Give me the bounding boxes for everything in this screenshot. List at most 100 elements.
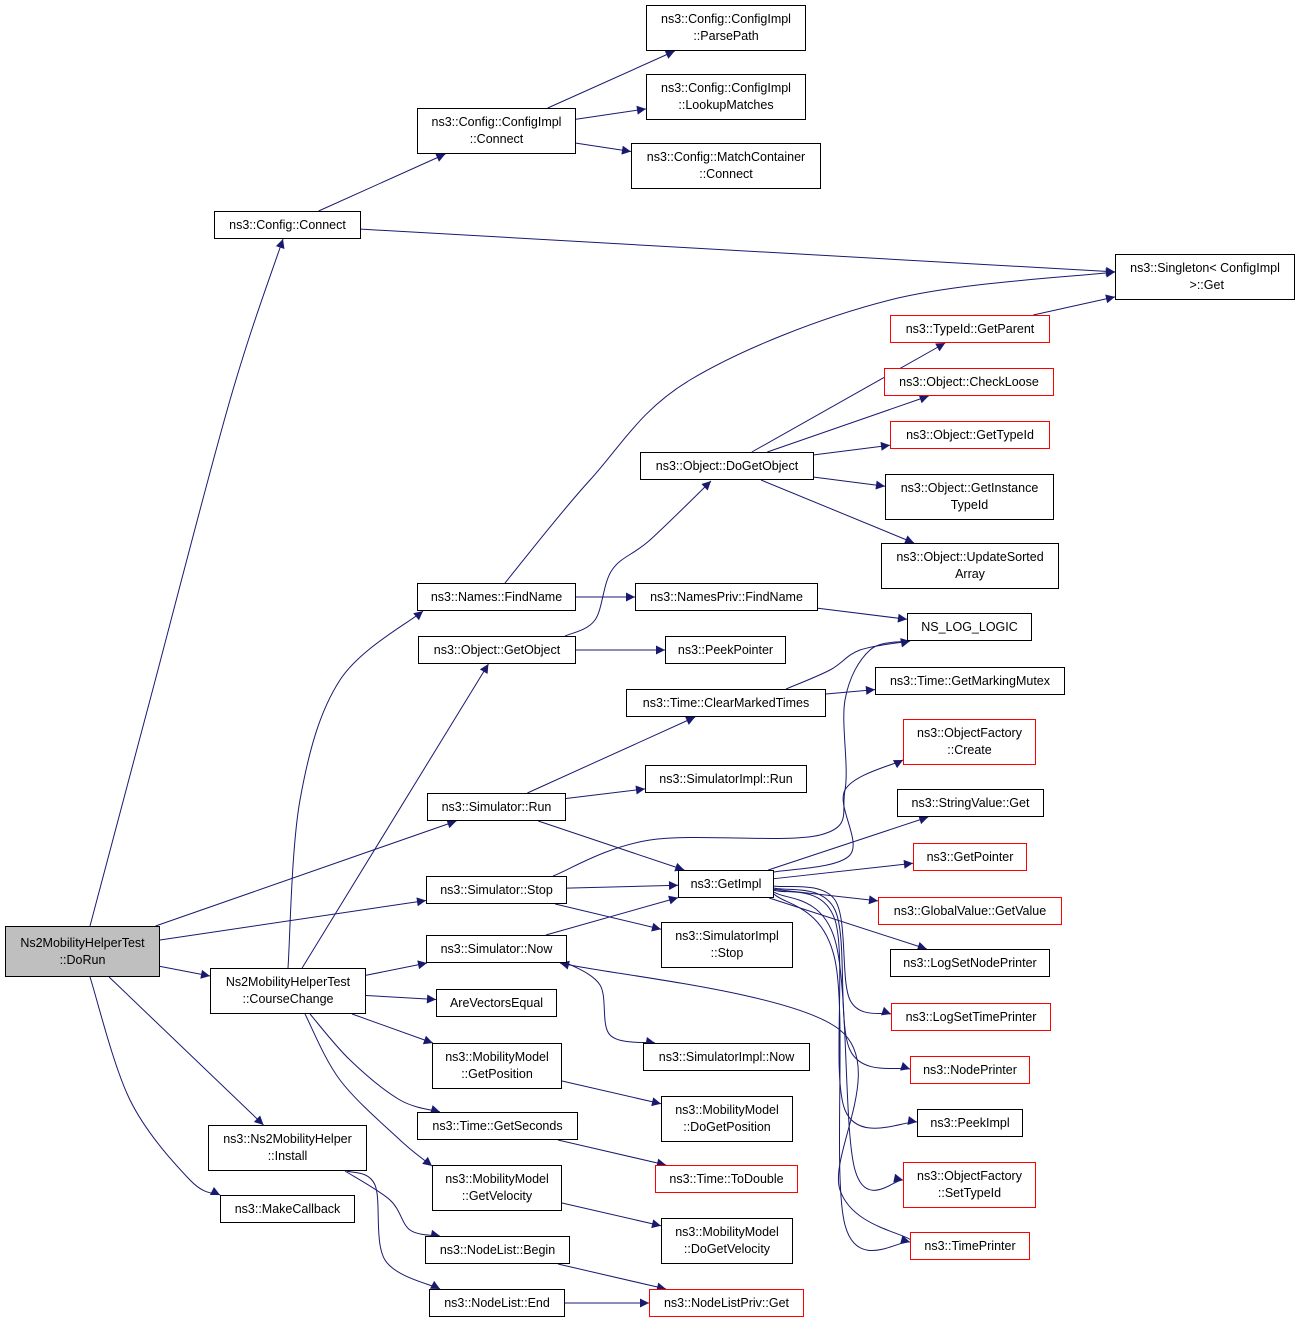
edge-ns2mobility_install-to-nodelist_end [346,1170,441,1290]
node-globalvalue-getvalue[interactable]: ns3::GlobalValue::GetValue [878,897,1062,925]
edge-simulator_run-to-simulatorimpl_run [565,785,646,800]
edge-getimpl-to-getpointer [773,859,914,880]
edge-coursechange-to-arevectorsequal [365,994,437,1004]
node-stringvalue-get[interactable]: ns3::StringValue::Get [897,789,1044,817]
node-cfgimpl-connect[interactable]: ns3::Config::ConfigImpl ::Connect [417,108,576,154]
node-mobility-dogetvelocity[interactable]: ns3::MobilityModel ::DoGetVelocity [661,1218,793,1264]
node-time-todouble[interactable]: ns3::Time::ToDouble [655,1165,798,1193]
edge-cfgimpl_connect-to-cfgimpl_lookup [575,105,647,120]
node-cfgimpl-lookup[interactable]: ns3::Config::ConfigImpl ::LookupMatches [646,74,806,120]
node-object-getobject[interactable]: ns3::Object::GetObject [418,636,576,664]
edge-config_connect-to-singleton_get [360,228,1116,276]
edge-dorun-to-coursechange [159,965,211,979]
node-coursechange[interactable]: Ns2MobilityHelperTest ::CourseChange [210,968,366,1014]
node-simulatorimpl-now[interactable]: ns3::SimulatorImpl::Now [643,1043,810,1071]
node-simulator-now[interactable]: ns3::Simulator::Now [426,935,567,963]
node-config-connect[interactable]: ns3::Config::Connect [214,211,361,239]
edge-getimpl-to-timeprinter [773,893,911,1251]
edge-object_dogetobject-to-object_checkloose [767,394,929,453]
edge-namespriv_findname-to-ns_log_logic [817,607,908,623]
node-getpointer[interactable]: ns3::GetPointer [913,843,1027,871]
node-arevectorsequal[interactable]: AreVectorsEqual [436,989,557,1017]
node-mobility-getvelocity[interactable]: ns3::MobilityModel ::GetVelocity [432,1165,562,1211]
node-mobility-getposition[interactable]: ns3::MobilityModel ::GetPosition [432,1043,562,1089]
edge-time_clearmarked-to-ns_log_logic [785,638,911,690]
node-simulatorimpl-run[interactable]: ns3::SimulatorImpl::Run [645,765,807,793]
node-object-getinstancetypeid[interactable]: ns3::Object::GetInstance TypeId [885,474,1054,520]
edge-coursechange-to-simulator_now [365,960,428,976]
node-namespriv-findname[interactable]: ns3::NamesPriv::FindName [635,583,818,611]
node-objectfactory-create[interactable]: ns3::ObjectFactory ::Create [903,719,1036,765]
edge-simulator_run-to-time_clearmarked [527,716,696,794]
edge-dorun-to-config_connect [89,238,285,927]
node-object-updatesorted[interactable]: ns3::Object::UpdateSorted Array [881,543,1059,589]
node-peekpointer[interactable]: ns3::PeekPointer [665,636,786,664]
edge-mobility_getvelocity-to-mobility_dogetvelocity [561,1202,662,1229]
edge-getimpl-to-stringvalue_get [768,815,929,871]
edge-dorun-to-makecallback [89,976,221,1196]
node-ns2mobility-install[interactable]: ns3::Ns2MobilityHelper ::Install [208,1125,367,1171]
node-nodelistpriv-get[interactable]: ns3::NodeListPriv::Get [649,1289,804,1317]
node-time-getseconds[interactable]: ns3::Time::GetSeconds [417,1112,578,1140]
edge-object_dogetobject-to-object_getinstancetypeid [813,476,886,490]
edge-dorun-to-simulator_stop [159,897,427,941]
edge-coursechange-to-names_findname [287,610,424,969]
edge-mobility_getposition-to-mobility_dogetposition [561,1080,662,1107]
node-getimpl[interactable]: ns3::GetImpl [678,870,774,898]
edge-coursechange-to-time_getseconds [309,1013,441,1114]
node-object-dogetobject[interactable]: ns3::Object::DoGetObject [640,452,814,480]
node-names-findname[interactable]: ns3::Names::FindName [417,583,576,611]
edge-simulator_now-to-simulatorimpl_now [564,961,656,1046]
node-makecallback[interactable]: ns3::MakeCallback [220,1195,355,1223]
node-time-clearmarked[interactable]: ns3::Time::ClearMarkedTimes [626,689,826,717]
edge-nodelist_begin-to-nodelistpriv_get [557,1263,667,1292]
edge-getimpl-to-nodeprinter [773,887,911,1071]
edge-simulator_stop-to-simulatorimpl_stop [555,903,662,932]
node-simulatorimpl-stop[interactable]: ns3::SimulatorImpl ::Stop [661,922,793,968]
edge-getimpl-to-peekimpl [773,889,918,1129]
edge-object_dogetobject-to-object_updatesorted [760,479,915,544]
node-ns-log-logic[interactable]: NS_LOG_LOGIC [907,613,1032,641]
node-timeprinter[interactable]: ns3::TimePrinter [910,1232,1030,1260]
edge-simulator_stop-to-ns_log_logic [552,638,911,877]
edge-dorun-to-simulator_run [155,819,457,927]
node-object-checkloose[interactable]: ns3::Object::CheckLoose [884,368,1054,396]
edge-simulator_now-to-getimpl [545,895,679,936]
edge-time_clearmarked-to-time_getmarkingmutex [825,685,876,695]
edge-cfgimpl_connect-to-matchcontainer_connect [575,142,632,155]
node-singleton-get[interactable]: ns3::Singleton< ConfigImpl >::Get [1115,254,1295,300]
edge-simulator_run-to-getimpl [538,820,685,872]
edge-object_dogetobject-to-typeid_getparent [751,342,946,453]
node-simulator-stop[interactable]: ns3::Simulator::Stop [426,876,567,904]
node-objectfactory-settypeid[interactable]: ns3::ObjectFactory ::SetTypeId [903,1162,1036,1208]
edge-simulator_stop-to-getimpl [566,880,679,890]
node-logsetnodeprinter[interactable]: ns3::LogSetNodePrinter [890,949,1050,977]
edge-coursechange-to-object_getobject [301,663,489,969]
edge-getimpl-to-objectfactory_settypeid [773,891,904,1191]
node-matchcontainer-connect[interactable]: ns3::Config::MatchContainer ::Connect [631,143,821,189]
edge-object_getobject-to-object_dogetobject [564,480,712,637]
node-nodelist-begin[interactable]: ns3::NodeList::Begin [425,1236,570,1264]
node-object-gettypeid[interactable]: ns3::Object::GetTypeId [890,421,1050,449]
edge-time_getseconds-to-time_todouble [557,1139,667,1168]
node-cfgimpl-parsepath[interactable]: ns3::Config::ConfigImpl ::ParsePath [646,5,806,51]
edge-names_findname-to-singleton_get [504,268,1116,584]
edge-getimpl-to-logsettimeprinter [773,885,892,1016]
node-typeid-getparent[interactable]: ns3::TypeId::GetParent [890,315,1050,343]
node-logsettimeprinter[interactable]: ns3::LogSetTimePrinter [891,1003,1051,1031]
node-dorun: Ns2MobilityHelperTest ::DoRun [5,926,160,977]
edge-dorun-to-ns2mobility_install [108,976,264,1126]
edge-coursechange-to-mobility_getposition [351,1013,434,1045]
edge-ns2mobility_install-to-nodelist_begin [344,1170,441,1239]
node-simulator-run[interactable]: ns3::Simulator::Run [427,793,566,821]
edge-object_dogetobject-to-object_gettypeid [813,441,891,456]
node-mobility-dogetposition[interactable]: ns3::MobilityModel ::DoGetPosition [661,1096,793,1142]
edge-timeprinter-to-simulator_now [559,960,912,1241]
node-nodeprinter[interactable]: ns3::NodePrinter [910,1056,1030,1084]
node-time-getmarkingmutex[interactable]: ns3::Time::GetMarkingMutex [875,667,1065,695]
edge-cfgimpl_connect-to-cfgimpl_parsepath [547,50,675,109]
node-nodelist-end[interactable]: ns3::NodeList::End [429,1289,565,1317]
edge-getimpl-to-objectfactory_create [773,759,904,873]
node-peekimpl[interactable]: ns3::PeekImpl [917,1109,1023,1137]
edge-typeid_getparent-to-singleton_get [1033,294,1116,316]
